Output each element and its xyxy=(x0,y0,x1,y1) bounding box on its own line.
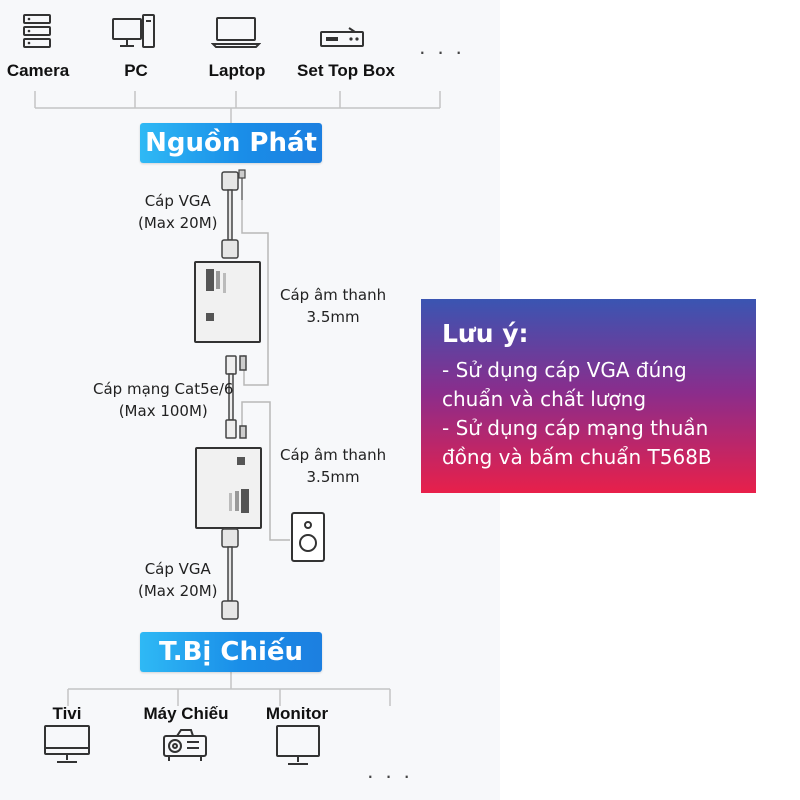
note-line-2: chuẩn và chất lượng xyxy=(442,387,647,411)
display-label-tivi: Tivi xyxy=(52,704,82,723)
audio-top-label: Cáp âm thanh 3.5mm xyxy=(280,284,386,328)
audio-bottom-label-line1: Cáp âm thanh xyxy=(280,446,387,464)
extender-body-graphic xyxy=(229,457,249,513)
display-label-monitor: Monitor xyxy=(265,704,329,723)
network-cable xyxy=(225,355,247,439)
vga-bottom-label: Cáp VGA (Max 20M) xyxy=(138,558,218,602)
source-label-pc: PC xyxy=(124,61,148,80)
audio-bottom-label: Cáp âm thanh 3.5mm xyxy=(280,444,386,488)
source-label-set-top-box: Set Top Box xyxy=(297,61,395,80)
vga-cable-top xyxy=(221,169,246,259)
note-line-4: đồng và bấm chuẩn T568B xyxy=(442,445,712,469)
vga-extender-receiver xyxy=(195,447,262,529)
set-top-box-icon xyxy=(320,27,364,47)
vga-top-label-line2: (Max 20M) xyxy=(138,214,218,232)
network-label-line2: (Max 100M) xyxy=(118,402,208,420)
network-cable-label: Cáp mạng Cat5e/6 (Max 100M) xyxy=(93,378,233,422)
network-label-line1: Cáp mạng Cat5e/6 xyxy=(93,380,234,398)
vga-extender-transmitter xyxy=(194,261,261,343)
server-icon xyxy=(23,14,51,48)
note-box: Lưu ý: - Sử dụng cáp VGA đúng chuẩn và c… xyxy=(421,299,756,493)
note-line-1: - Sử dụng cáp VGA đúng xyxy=(442,358,687,382)
projector-icon xyxy=(163,729,207,761)
monitor-icon xyxy=(276,725,320,765)
source-more-dots: . . . xyxy=(419,34,465,59)
display-more-dots: . . . xyxy=(367,758,413,783)
source-label-laptop: Laptop xyxy=(208,61,266,80)
desktop-pc-icon xyxy=(112,14,155,48)
note-line-3: - Sử dụng cáp mạng thuần xyxy=(442,416,709,440)
display-title: T.Bị Chiếu xyxy=(140,632,322,672)
laptop-icon xyxy=(211,17,261,48)
vga-top-label-line1: Cáp VGA xyxy=(144,192,211,210)
vga-top-label: Cáp VGA (Max 20M) xyxy=(138,190,218,234)
display-label-may-chieu: Máy Chiếu xyxy=(143,704,229,723)
vga-bottom-label-line1: Cáp VGA xyxy=(144,560,211,578)
source-label-camera: Camera xyxy=(6,61,70,80)
tv-icon xyxy=(44,725,90,763)
vga-cable-bottom xyxy=(221,528,239,620)
audio-bottom-label-line2: 3.5mm xyxy=(306,468,360,486)
source-title: Nguồn Phát xyxy=(140,123,322,163)
audio-top-label-line1: Cáp âm thanh xyxy=(280,286,387,304)
audio-top-label-line2: 3.5mm xyxy=(306,308,360,326)
speaker-icon xyxy=(291,512,325,562)
note-title: Lưu ý: xyxy=(442,319,529,348)
extender-body-graphic xyxy=(206,269,226,321)
vga-bottom-label-line2: (Max 20M) xyxy=(138,582,218,600)
